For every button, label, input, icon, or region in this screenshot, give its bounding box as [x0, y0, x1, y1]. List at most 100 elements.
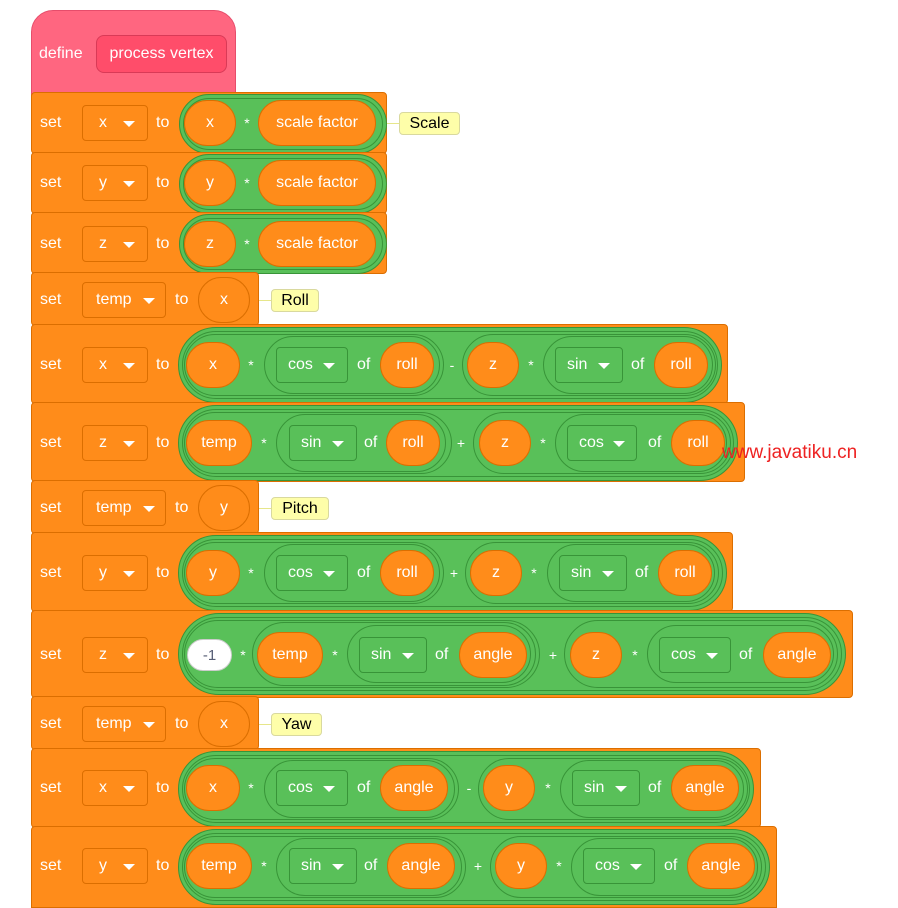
variable-reporter-angle[interactable]: angle	[687, 843, 755, 889]
of-label: of	[648, 434, 662, 451]
comment-connector	[259, 724, 271, 725]
chevron-down-icon	[123, 181, 135, 187]
variable-reporter-z[interactable]: z	[184, 221, 236, 267]
variable-reporter-roll[interactable]: roll	[380, 342, 434, 388]
chevron-down-icon	[323, 786, 335, 792]
math-function-dropdown-sin[interactable]: sin	[359, 637, 427, 673]
variable-reporter-z[interactable]: z	[570, 632, 622, 678]
set-label: set	[40, 356, 62, 373]
variable-dropdown-y[interactable]: y	[82, 848, 148, 884]
math-function-dropdown-cos[interactable]: cos	[583, 848, 655, 884]
variable-reporter-scale-factor[interactable]: scale factor	[258, 100, 376, 146]
to-label: to	[156, 235, 170, 252]
math-function-dropdown-sin[interactable]: sin	[572, 770, 640, 806]
chevron-down-icon	[630, 864, 642, 870]
variable-reporter-y[interactable]: y	[198, 485, 250, 531]
variable-reporter-angle[interactable]: angle	[387, 843, 455, 889]
variable-dropdown-temp[interactable]: temp	[82, 282, 166, 318]
multiply-sign: *	[248, 565, 254, 581]
math-function-dropdown-sin[interactable]: sin	[289, 425, 357, 461]
variable-dropdown-temp[interactable]: temp	[82, 490, 166, 526]
variable-reporter-y[interactable]: y	[186, 550, 240, 596]
variable-dropdown-z[interactable]: z	[82, 226, 148, 262]
math-function-dropdown-cos[interactable]: cos	[276, 555, 348, 591]
variable-name: temp	[96, 291, 132, 308]
variable-reporter-y[interactable]: y	[184, 160, 236, 206]
multiply-sign: *	[244, 175, 250, 191]
variable-reporter-temp[interactable]: temp	[257, 632, 323, 678]
variable-reporter-y[interactable]: y	[483, 765, 535, 811]
multiply-sign: *	[244, 236, 250, 252]
variable-dropdown-x[interactable]: x	[82, 105, 148, 141]
variable-reporter-temp[interactable]: temp	[186, 420, 252, 466]
math-function-dropdown-sin[interactable]: sin	[289, 848, 357, 884]
variable-reporter-z[interactable]: z	[470, 550, 522, 596]
variable-name: y	[99, 857, 107, 874]
comment-pitch[interactable]: Pitch	[271, 497, 329, 520]
math-function-dropdown-cos[interactable]: cos	[567, 425, 637, 461]
math-function-dropdown-cos[interactable]: cos	[276, 770, 348, 806]
add-operator[interactable]	[178, 535, 727, 611]
set-label: set	[40, 434, 62, 451]
of-label: of	[364, 434, 378, 451]
chevron-down-icon	[143, 298, 155, 304]
variable-reporter-roll[interactable]: roll	[658, 550, 712, 596]
add-sign: +	[548, 647, 558, 663]
variable-reporter-roll[interactable]: roll	[386, 420, 440, 466]
variable-dropdown-z[interactable]: z	[82, 637, 148, 673]
variable-reporter-x[interactable]: x	[186, 765, 240, 811]
to-label: to	[156, 434, 170, 451]
number-input[interactable]: -1	[187, 639, 232, 671]
multiply-sign: *	[244, 115, 250, 131]
to-label: to	[175, 499, 189, 516]
chevron-down-icon	[143, 506, 155, 512]
chevron-down-icon	[123, 786, 135, 792]
to-label: to	[175, 715, 189, 732]
variable-reporter-x[interactable]: x	[198, 701, 250, 747]
variable-reporter-y[interactable]: y	[495, 843, 547, 889]
variable-dropdown-x[interactable]: x	[82, 770, 148, 806]
math-function-dropdown-sin[interactable]: sin	[559, 555, 627, 591]
variable-reporter-roll[interactable]: roll	[380, 550, 434, 596]
to-label: to	[156, 174, 170, 191]
multiply-sign: *	[240, 647, 246, 663]
variable-name: temp	[96, 715, 132, 732]
function-name: cos	[671, 646, 696, 663]
variable-dropdown-y[interactable]: y	[82, 165, 148, 201]
math-function-dropdown-cos[interactable]: cos	[276, 347, 348, 383]
variable-reporter-z[interactable]: z	[479, 420, 531, 466]
add-operator[interactable]	[178, 405, 738, 481]
variable-name: y	[99, 564, 107, 581]
variable-reporter-roll[interactable]: roll	[671, 420, 725, 466]
subtract-operator[interactable]	[178, 751, 754, 827]
variable-reporter-angle[interactable]: angle	[763, 632, 831, 678]
variable-reporter-temp[interactable]: temp	[186, 843, 252, 889]
variable-dropdown-temp[interactable]: temp	[82, 706, 166, 742]
variable-dropdown-z[interactable]: z	[82, 425, 148, 461]
define-prototype[interactable]: process vertex	[96, 35, 227, 73]
variable-reporter-scale-factor[interactable]: scale factor	[258, 160, 376, 206]
variable-dropdown-x[interactable]: x	[82, 347, 148, 383]
comment-scale[interactable]: Scale	[399, 112, 460, 135]
variable-dropdown-y[interactable]: y	[82, 555, 148, 591]
variable-name: z	[99, 646, 107, 663]
variable-reporter-x[interactable]: x	[198, 277, 250, 323]
variable-name: y	[99, 174, 107, 191]
comment-roll[interactable]: Roll	[271, 289, 319, 312]
comment-yaw[interactable]: Yaw	[271, 713, 322, 736]
variable-reporter-angle[interactable]: angle	[671, 765, 739, 811]
multiply-sign: *	[545, 780, 551, 796]
variable-reporter-angle[interactable]: angle	[459, 632, 527, 678]
of-label: of	[739, 646, 753, 663]
variable-reporter-angle[interactable]: angle	[380, 765, 448, 811]
variable-reporter-scale-factor[interactable]: scale factor	[258, 221, 376, 267]
variable-reporter-z[interactable]: z	[467, 342, 519, 388]
math-function-dropdown-sin[interactable]: sin	[555, 347, 623, 383]
set-label: set	[40, 646, 62, 663]
math-function-dropdown-cos[interactable]: cos	[659, 637, 731, 673]
variable-reporter-x[interactable]: x	[184, 100, 236, 146]
variable-reporter-x[interactable]: x	[186, 342, 240, 388]
chevron-down-icon	[123, 653, 135, 659]
variable-reporter-roll[interactable]: roll	[654, 342, 708, 388]
